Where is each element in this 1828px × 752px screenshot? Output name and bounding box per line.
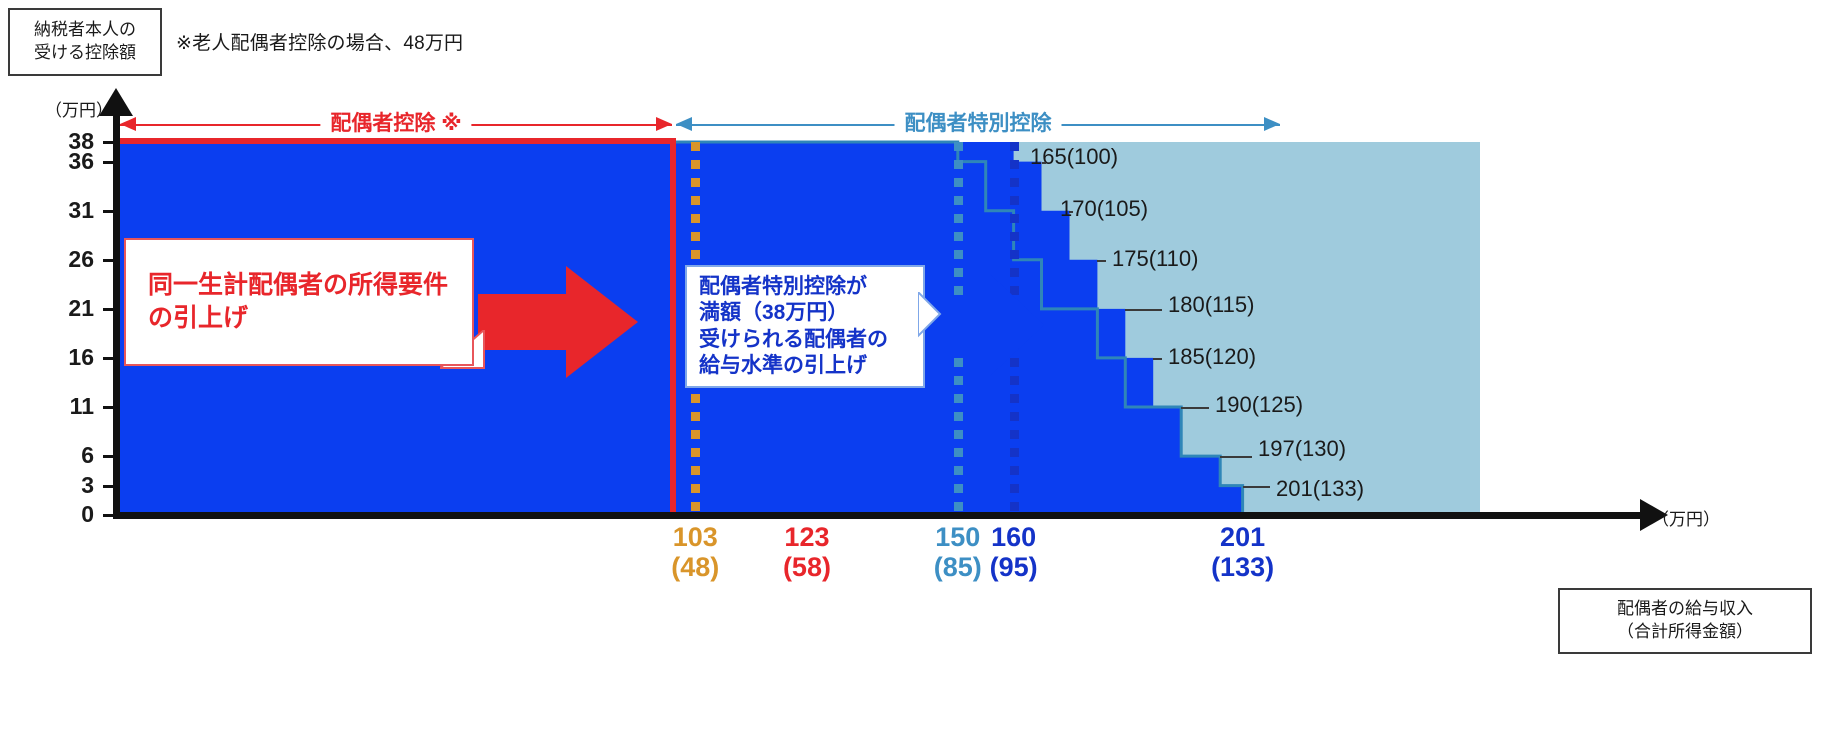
elderly-spouse-note: ※老人配偶者控除の場合、48万円 [176, 33, 464, 54]
x-tick-net-income-123: (58) [782, 552, 831, 583]
y-tick-label-11: 11 [69, 393, 94, 420]
y-tick-36 [103, 160, 117, 164]
step-leader-197 [1220, 456, 1252, 459]
deduction-amount-title-box: 納税者本人の 受ける控除額 [8, 8, 162, 76]
spouse-deduction-range-label: 配偶者控除 ※ [320, 107, 472, 137]
step-label-201: 201(133) [1276, 476, 1365, 501]
x-axis-line [113, 512, 1643, 519]
income-123-divider [670, 138, 676, 519]
special-spouse-deduction-range-label: 配偶者特別控除 [894, 107, 1062, 137]
x-tick-income-103: 103 [672, 522, 718, 552]
y-tick-3 [103, 484, 117, 488]
special-spouse-deduction-left-arrowhead [676, 117, 692, 131]
step-label-165: 165(100) [1030, 144, 1119, 169]
step-leader-175 [1097, 259, 1106, 262]
y-tick-38 [103, 141, 117, 144]
special-spouse-deduction-range-arrow: 配偶者特別控除 [676, 107, 1280, 137]
callout-blue-line-4: 給与水準の引上げ [699, 353, 867, 377]
title-line-1: 納税者本人の [34, 20, 136, 40]
special-spouse-deduction-right-arrowhead [1264, 117, 1280, 131]
y-tick-31 [103, 209, 117, 213]
step-label-197: 197(130) [1258, 436, 1347, 461]
x-tick-net-income-150: (85) [933, 552, 982, 583]
y-tick-label-16: 16 [68, 343, 94, 370]
step-label-170: 170(105) [1060, 196, 1149, 221]
xaxis-title-line-1: 配偶者の給与収入 [1617, 599, 1753, 619]
y-tick-label-21: 21 [68, 294, 94, 321]
callout-red-line-2: の引上げ [148, 304, 249, 332]
y-tick-label-0: 0 [81, 501, 94, 527]
y-tick-label-36: 36 [68, 147, 94, 174]
spouse-deduction-left-arrowhead [120, 117, 136, 131]
step-label-180: 180(115) [1168, 292, 1255, 317]
y-tick-26 [103, 258, 117, 262]
x-tick-net-income-103: (48) [671, 552, 720, 583]
y-tick-0 [103, 514, 117, 517]
y-tick-21 [103, 307, 117, 311]
x-axis-title-box: 配偶者の給与収入 （合計所得金額） [1558, 588, 1812, 654]
y-tick-label-38: 38 [68, 128, 94, 154]
y-tick-label-26: 26 [68, 245, 94, 272]
callout-blue-line-1: 配偶者特別控除が [699, 275, 867, 299]
y-tick-16 [103, 356, 117, 360]
y-axis-unit-label: （万円） [45, 101, 113, 120]
x-tick-label-150: 150(85) [898, 522, 1018, 582]
x-tick-label-160: 160(95) [954, 522, 1074, 582]
red-block-arrow-icon [478, 266, 638, 378]
y-tick-label-31: 31 [68, 196, 94, 223]
step-leader-180 [1125, 308, 1162, 311]
blue-callout-tail [918, 292, 942, 338]
callout-blue-line-3: 受けられる配偶者の [699, 327, 888, 351]
x-tick-income-201: 201 [1220, 522, 1266, 552]
step-leader-201 [1242, 485, 1270, 488]
callout-red-income-requirement: 同一生計配偶者の所得要件 の引上げ [124, 238, 474, 366]
x-tick-label-103: 103(48) [635, 522, 755, 582]
y-axis-arrowhead [99, 88, 133, 116]
x-tick-label-123: 123(58) [747, 522, 867, 582]
y-tick-label-6: 6 [81, 442, 94, 469]
callout-blue-line-2: 満額（38万円） [699, 301, 849, 325]
spouse-deduction-top-line [120, 138, 676, 144]
x-tick-income-160: 160 [991, 522, 1037, 552]
blue-block-arrow-icon [932, 274, 1044, 376]
xaxis-title-line-2: （合計所得金額） [1617, 622, 1753, 641]
y-axis-line [113, 112, 120, 518]
step-leader-165 [1041, 161, 1046, 164]
spouse-deduction-right-arrowhead [656, 117, 672, 131]
spouse-deduction-range-arrow: 配偶者控除 ※ [120, 107, 672, 137]
x-tick-label-201: 201(133) [1183, 522, 1303, 582]
callout-blue-full-deduction: 配偶者特別控除が 満額（38万円） 受けられる配偶者の 給与水準の引上げ [685, 265, 925, 388]
x-axis-arrowhead [1640, 499, 1668, 531]
x-axis-unit-label: （万円） [1652, 510, 1720, 529]
x-tick-net-income-160: (95) [989, 552, 1038, 583]
x-tick-income-150: 150 [935, 522, 981, 552]
step-leader-185 [1153, 357, 1162, 360]
title-line-2: 受ける控除額 [34, 43, 136, 62]
callout-red-line-1: 同一生計配偶者の所得要件 [148, 271, 449, 299]
step-leader-190 [1181, 407, 1209, 410]
step-leader-170 [1069, 210, 1074, 213]
step-label-190: 190(125) [1215, 392, 1304, 417]
step-label-175: 175(110) [1112, 246, 1199, 271]
step-label-185: 185(120) [1168, 344, 1257, 369]
y-tick-6 [103, 455, 117, 459]
y-tick-label-3: 3 [81, 471, 94, 498]
x-tick-net-income-201: (133) [1211, 552, 1275, 583]
y-tick-11 [103, 406, 117, 410]
x-tick-income-123: 123 [784, 522, 830, 552]
